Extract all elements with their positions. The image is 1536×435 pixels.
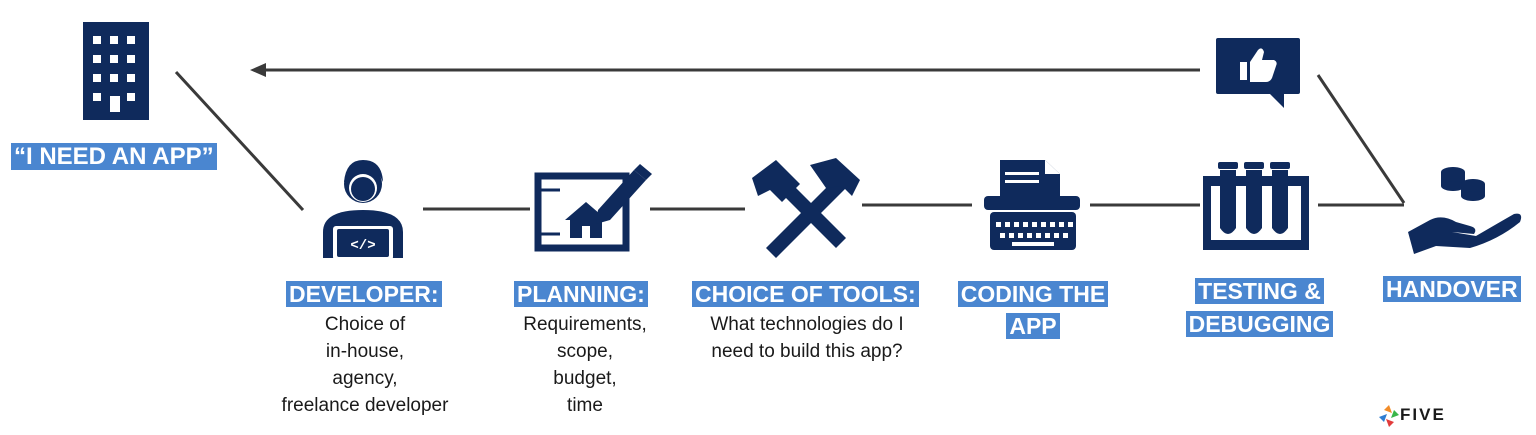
- typewriter-icon: [984, 160, 1080, 250]
- step-label-coding: CODING THE APP: [952, 278, 1114, 342]
- hammers-icon: [752, 158, 860, 258]
- connector-handover-feedback: [1316, 74, 1406, 204]
- five-logo-icon: [1379, 405, 1399, 427]
- start-label: “I NEED AN APP”: [11, 142, 217, 172]
- step-description-planning: Requirements, scope, budget, time: [505, 311, 665, 419]
- step-label-testing: TESTING & DEBUGGING: [1182, 275, 1337, 341]
- blueprint-pencil-icon: [534, 164, 652, 252]
- building-icon: [83, 22, 149, 120]
- test-tubes-icon: [1203, 162, 1309, 250]
- description-line: agency,: [332, 368, 398, 389]
- description-line: need to build this app?: [711, 341, 903, 362]
- developer-laptop-icon: </>: [323, 160, 403, 260]
- feedback-arrowhead: [250, 63, 266, 77]
- description-line: scope,: [557, 341, 613, 362]
- connectors: [174, 68, 1406, 212]
- hand-coins-icon: [1408, 167, 1522, 254]
- svg-text:</>: </>: [350, 238, 375, 254]
- step-label-planning: PLANNING:: [514, 280, 648, 309]
- step-label-developer: DEVELOPER:: [286, 280, 442, 309]
- description-line: budget,: [553, 368, 617, 389]
- thumbs-up-speech-icon: [1216, 38, 1300, 108]
- step-description-tools: What technologies do I need to build thi…: [690, 311, 924, 365]
- step-label-handover: HANDOVER: [1383, 275, 1521, 304]
- connector-start-developer: [174, 70, 305, 212]
- step-label-tools: CHOICE OF TOOLS:: [692, 280, 919, 309]
- description-line: freelance developer: [281, 395, 449, 416]
- description-line: Requirements,: [523, 314, 647, 335]
- step-description-developer: Choice of in-house, agency, freelance de…: [260, 311, 470, 419]
- description-line: time: [567, 395, 603, 416]
- description-line: What technologies do I: [710, 314, 904, 335]
- description-line: Choice of: [324, 314, 406, 335]
- description-line: in-house,: [325, 341, 405, 362]
- brand-name: FIVE: [1400, 405, 1446, 424]
